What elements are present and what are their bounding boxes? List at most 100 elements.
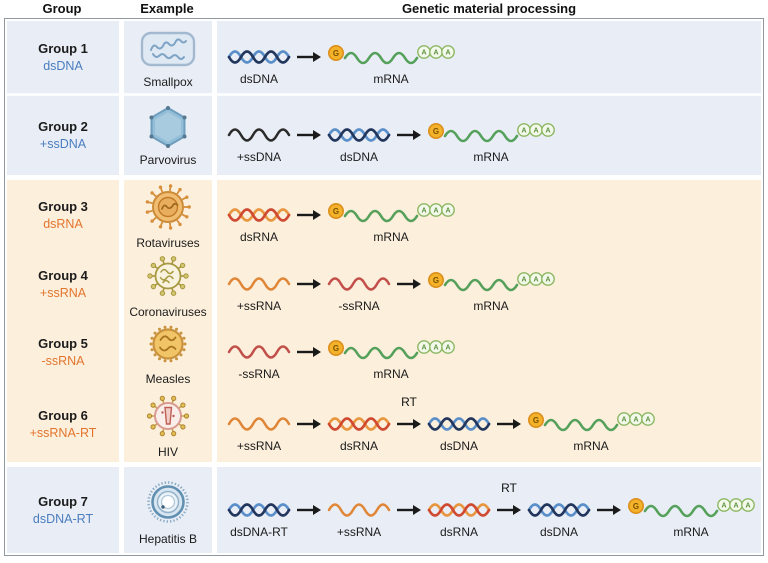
plus-ssdna-strand-figure bbox=[227, 128, 291, 142]
group-label: Group 4 bbox=[38, 267, 88, 283]
svg-text:A: A bbox=[433, 344, 438, 351]
arrow-icon bbox=[297, 209, 321, 220]
strand-label: +ssRNA bbox=[236, 298, 282, 313]
dsrna-step: dsRNA bbox=[327, 396, 391, 453]
genome-type-label: dsDNA-RT bbox=[32, 511, 94, 526]
svg-text:A: A bbox=[445, 49, 450, 56]
mrna-step: G A A A mRNA bbox=[427, 107, 555, 164]
process-arrow-step bbox=[296, 187, 322, 244]
strand-label: dsDNA bbox=[439, 438, 478, 453]
dsdna-step: dsDNA-RT bbox=[227, 482, 291, 539]
example-cell: HIV bbox=[124, 386, 212, 462]
example-virus-label: Parvovirus bbox=[139, 153, 197, 167]
rt-label: RT bbox=[401, 394, 417, 409]
svg-text:G: G bbox=[333, 344, 339, 353]
dsrna-helix-figure bbox=[327, 416, 391, 431]
process-arrow-step bbox=[396, 482, 422, 539]
dsdna-helix-figure bbox=[427, 416, 491, 431]
process-arrow-step bbox=[396, 107, 422, 164]
arrow-icon bbox=[497, 504, 521, 515]
example-cell: Rotaviruses bbox=[124, 180, 212, 250]
column-header-group: Group bbox=[42, 1, 82, 16]
measles-icon-wrap bbox=[143, 319, 193, 369]
strand-label: mRNA bbox=[373, 71, 409, 86]
process-arrow-step bbox=[296, 256, 322, 313]
dsrna-helix-figure bbox=[227, 207, 291, 222]
arrow-icon bbox=[297, 418, 321, 429]
svg-text:A: A bbox=[745, 502, 750, 509]
arrow-icon bbox=[297, 51, 321, 62]
mrna-figure: G A A A bbox=[328, 44, 455, 64]
svg-text:G: G bbox=[333, 49, 339, 58]
svg-text:G: G bbox=[533, 416, 539, 425]
dsdna-step: dsDNA bbox=[227, 29, 291, 86]
ssrna_plus-step: +ssRNA bbox=[227, 396, 291, 453]
plus-ssrna-strand-figure bbox=[227, 276, 291, 291]
svg-text:A: A bbox=[645, 416, 650, 423]
svg-text:A: A bbox=[533, 276, 538, 283]
dsdna-helix-figure bbox=[527, 502, 591, 517]
process-arrow-step bbox=[296, 29, 322, 86]
arrow-icon bbox=[397, 504, 421, 515]
strand-label: +ssRNA bbox=[336, 524, 382, 539]
svg-text:A: A bbox=[521, 276, 526, 283]
svg-text:A: A bbox=[621, 416, 626, 423]
genome-type-label: +ssDNA bbox=[39, 137, 87, 151]
svg-text:G: G bbox=[633, 502, 639, 511]
svg-text:A: A bbox=[545, 276, 550, 283]
dsrna-helix-figure bbox=[427, 502, 491, 517]
group-label: Group 6 bbox=[38, 407, 88, 423]
example-virus-label: Coronaviruses bbox=[129, 304, 207, 319]
example-cell: Hepatitis B bbox=[124, 467, 212, 553]
process-arrow-step bbox=[296, 324, 322, 381]
arrow-icon bbox=[597, 504, 621, 515]
process-arrow-step bbox=[596, 482, 622, 539]
dsrna-step: dsRNA bbox=[427, 482, 491, 539]
processing-cell: +ssDNA dsDNA G A A A mRNA bbox=[217, 93, 761, 175]
group-label: Group 3 bbox=[38, 198, 88, 214]
mrna-figure: G A A A bbox=[628, 497, 755, 517]
measles-icon bbox=[149, 325, 187, 362]
strand-label: dsDNA bbox=[339, 150, 378, 164]
arrow-icon bbox=[397, 130, 421, 140]
strand-label: mRNA bbox=[473, 150, 509, 164]
mrna-figure: G A A A bbox=[428, 123, 555, 143]
plus-ssrna-strand-figure bbox=[227, 416, 291, 431]
svg-text:A: A bbox=[421, 49, 426, 56]
rotavirus-icon bbox=[145, 183, 191, 230]
example-virus-label: Hepatitis B bbox=[138, 531, 198, 546]
process-arrow-step bbox=[396, 256, 422, 313]
arrow-icon bbox=[397, 418, 421, 429]
mrna-figure: G A A A bbox=[428, 271, 555, 291]
dsdna-step: dsDNA bbox=[527, 482, 591, 539]
process-arrow-step bbox=[496, 396, 522, 453]
group-label: Group 2 bbox=[38, 119, 88, 134]
strand-label: +ssDNA bbox=[236, 150, 282, 164]
group-cell: Group 5-ssRNA bbox=[7, 318, 119, 386]
strand-label: dsDNA bbox=[239, 71, 278, 86]
process-arrow-step: RT bbox=[496, 481, 522, 539]
dsdna-helix-figure bbox=[227, 502, 291, 517]
svg-text:A: A bbox=[533, 128, 538, 135]
mrna-figure: G A A A bbox=[528, 411, 655, 431]
strand-label: dsRNA bbox=[239, 229, 278, 244]
parvovirus-icon-wrap bbox=[145, 104, 191, 150]
strand-label: -ssRNA bbox=[238, 366, 280, 381]
hepatitis-b-icon-wrap bbox=[141, 475, 195, 529]
svg-text:A: A bbox=[521, 128, 526, 135]
plus-ssrna-strand-figure bbox=[327, 502, 391, 517]
svg-text:A: A bbox=[433, 49, 438, 56]
arrow-icon bbox=[297, 346, 321, 357]
group-cell: Group 4+ssRNA bbox=[7, 250, 119, 318]
